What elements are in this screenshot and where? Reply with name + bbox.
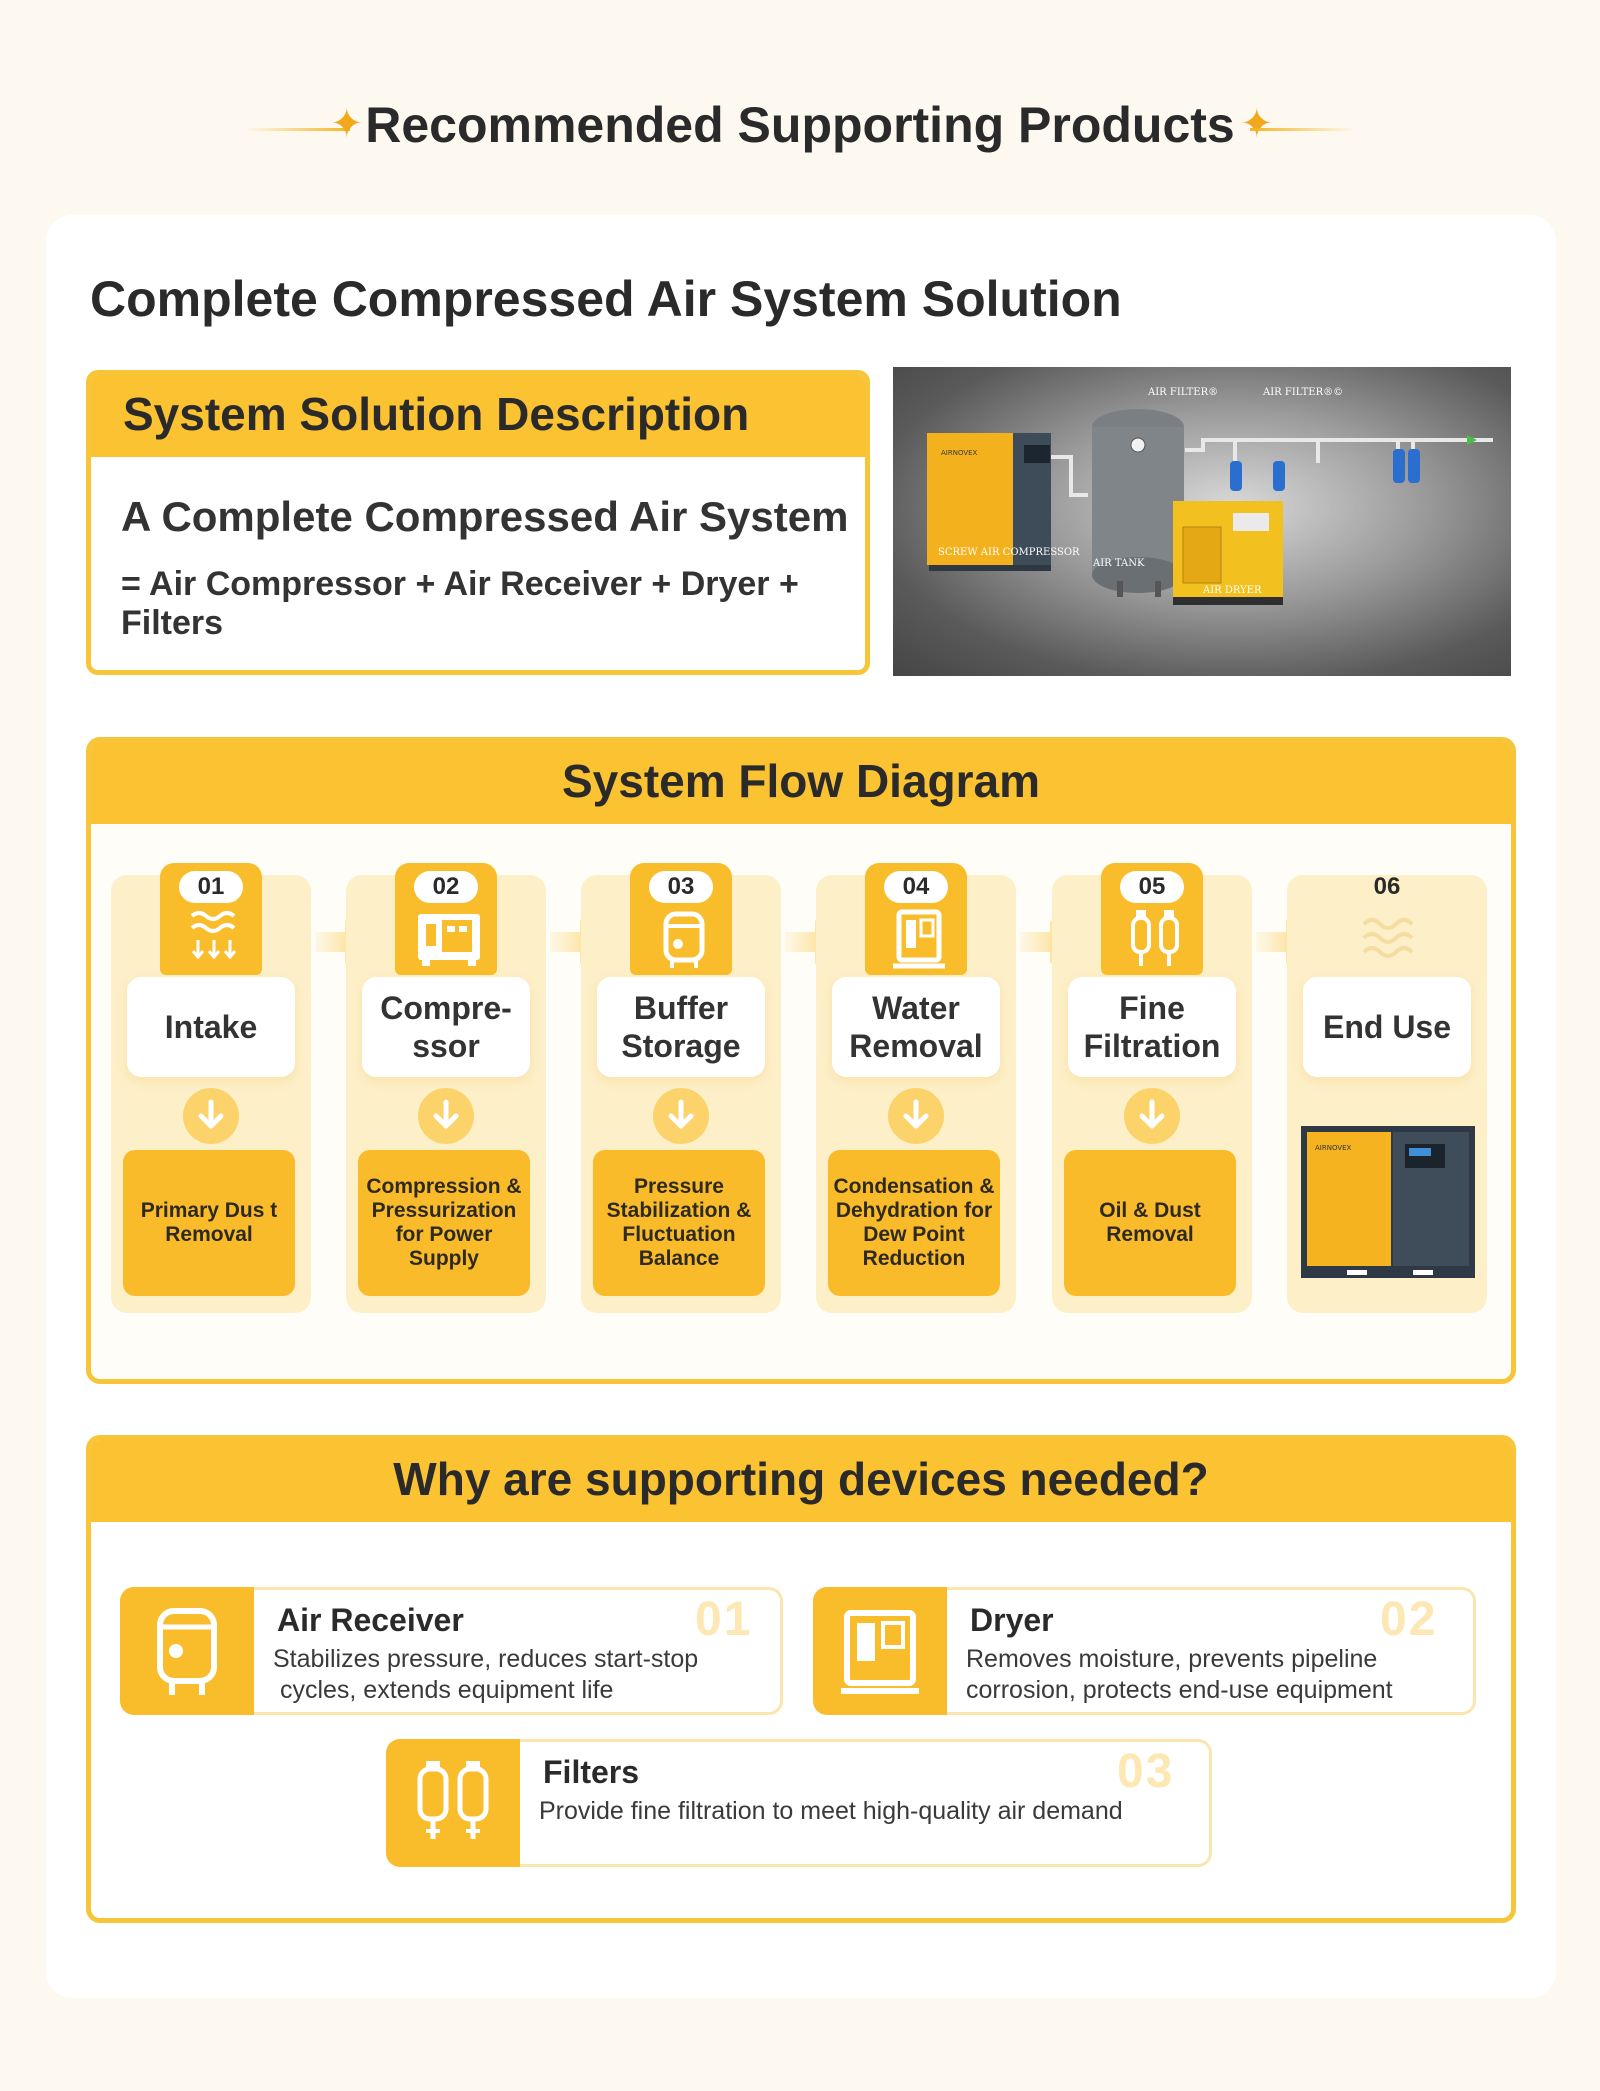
- why-header: Why are supporting devices needed?: [91, 1440, 1511, 1522]
- flow-step-label: End Use: [1303, 977, 1471, 1077]
- flow-diagram-header: System Flow Diagram: [91, 742, 1511, 824]
- description-header: System Solution Description: [91, 375, 865, 457]
- description-line-2: = Air Compressor + Air Receiver + Dryer …: [121, 565, 799, 642]
- flow-step-number: 06: [1373, 873, 1401, 900]
- why-card-air-receiver: 01 Air Receiver Stabilizes pressure, red…: [120, 1587, 783, 1715]
- tank-icon: [649, 906, 719, 970]
- why-card-text-line: corrosion, protects end-use equipment: [966, 1676, 1393, 1704]
- label-air-dryer: AIR DRYER: [1202, 585, 1262, 596]
- label-air-filter-2: AIR FILTER®©: [1262, 387, 1343, 398]
- why-card-filters: 03 Filters Provide fine filtration to me…: [386, 1739, 1212, 1867]
- filters-icon: [386, 1739, 520, 1867]
- compressor-icon: [414, 906, 484, 970]
- flow-step-description: Primary Dus t Removal: [123, 1150, 295, 1296]
- page-title: Recommended Supporting Products: [365, 97, 1235, 153]
- header-line-left: [245, 128, 350, 131]
- why-card-title: Filters: [543, 1754, 640, 1790]
- air-compressor-image: AIRNOVEX: [1301, 1126, 1475, 1278]
- why-card-title: Air Receiver: [277, 1602, 464, 1638]
- dryer-icon: [884, 906, 954, 970]
- description-title: System Solution Description: [123, 388, 750, 440]
- why-number: 02: [1380, 1593, 1438, 1646]
- why-card-text-line: cycles, extends equipment life: [273, 1676, 614, 1704]
- air-receiver-icon: [120, 1587, 254, 1715]
- flow-step-description: Compression & Pressurization for Power S…: [358, 1150, 530, 1296]
- air-wave-icon: [179, 906, 249, 970]
- why-card-text-line: Provide fine filtration to meet high-qua…: [539, 1797, 1123, 1825]
- label-air-filter-1: AIR FILTER®: [1147, 387, 1218, 398]
- dryer-icon: [813, 1587, 947, 1715]
- flow-step-number: 01: [179, 871, 243, 903]
- flow-step-description: Pressure Stabilization & Fluctuation Bal…: [593, 1150, 765, 1296]
- description-line-1: A Complete Compressed Air System: [121, 493, 849, 540]
- solution-heading: Complete Compressed Air System Solution: [90, 271, 1122, 327]
- header-line-right: [1250, 128, 1355, 131]
- flow-step-label: Fine Filtration: [1068, 977, 1236, 1077]
- why-card-text: Removes moisture, prevents pipeline corr…: [966, 1644, 1393, 1706]
- flow-step-label: Intake: [127, 977, 295, 1077]
- arrow-down-icon: [183, 1088, 239, 1144]
- why-card-text-line: Removes moisture, prevents pipeline: [966, 1645, 1378, 1673]
- flow-step-number: 02: [414, 871, 478, 903]
- arrow-down-icon: [1124, 1088, 1180, 1144]
- flow-step-number: 05: [1120, 871, 1184, 903]
- filters-icon: [1120, 906, 1190, 970]
- label-air-tank: AIR TANK: [1092, 558, 1145, 569]
- flow-step-label: Water Removal: [832, 977, 1000, 1077]
- why-card-text: Provide fine filtration to meet high-qua…: [539, 1796, 1123, 1827]
- page-header: ✦ Recommended Supporting Products ✦: [0, 90, 1600, 160]
- arrow-down-icon: [888, 1088, 944, 1144]
- system-product-photo: AIRNOVEX AIR FILTER® AIR FILTER®© SCREW …: [893, 367, 1511, 676]
- flow-step-description: Oil & Dust Removal: [1064, 1150, 1236, 1296]
- system-illustration: AIRNOVEX AIR FILTER® AIR FILTER®© SCREW …: [927, 387, 1493, 605]
- why-card-title: Dryer: [970, 1602, 1054, 1638]
- why-card-dryer: 02 Dryer Removes moisture, prevents pipe…: [813, 1587, 1476, 1715]
- why-card-text: Stabilizes pressure, reduces start-stop …: [273, 1644, 698, 1706]
- flow-step-number: 04: [884, 871, 948, 903]
- label-screw-air-compressor: SCREW AIR COMPRESSOR: [938, 547, 1080, 558]
- svg-text:AIRNOVEX: AIRNOVEX: [941, 449, 978, 457]
- flow-diagram-title: System Flow Diagram: [561, 755, 1041, 807]
- sparkle-icon: ✦: [1240, 102, 1274, 146]
- why-number: 01: [695, 1593, 753, 1646]
- flow-diagram-panel: System Flow Diagram: [86, 737, 1516, 1384]
- arrow-down-icon: [653, 1088, 709, 1144]
- sparkle-icon: ✦: [330, 102, 364, 146]
- why-title: Why are supporting devices needed?: [393, 1453, 1209, 1505]
- svg-text:AIRNOVEX: AIRNOVEX: [1315, 1144, 1352, 1152]
- solution-description-box: System Solution Description A Complete C…: [86, 370, 870, 675]
- flow-step-label: Buffer Storage: [597, 977, 765, 1077]
- flow-step-description: Condensation & Dehydration for Dew Point…: [828, 1150, 1000, 1296]
- flow-step-label: Compre- ssor: [362, 977, 530, 1077]
- arrow-down-icon: [418, 1088, 474, 1144]
- flow-step-number: 03: [649, 871, 713, 903]
- why-card-text-line: Stabilizes pressure, reduces start-stop: [273, 1645, 699, 1673]
- why-number: 03: [1117, 1745, 1175, 1798]
- airflow-icon: [1355, 912, 1425, 976]
